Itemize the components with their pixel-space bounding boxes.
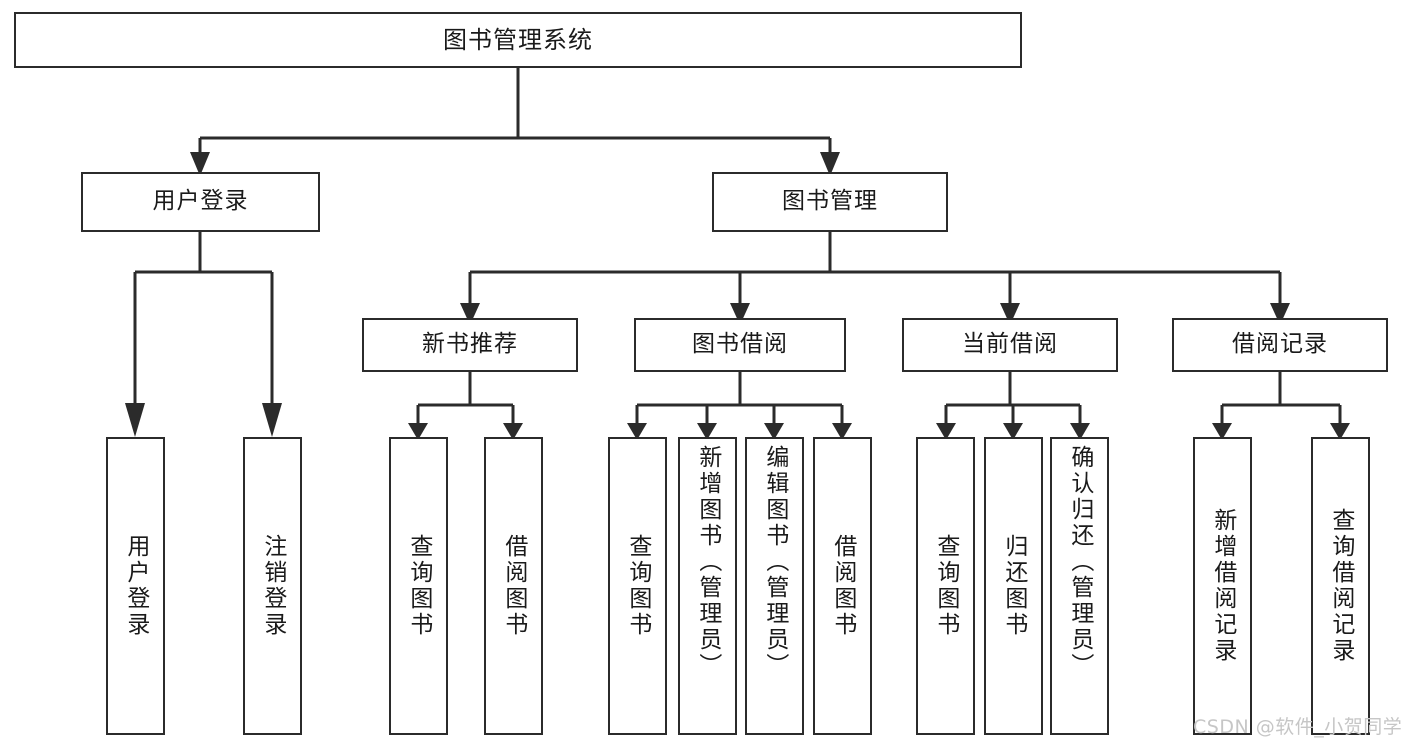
node-new-book-recommend[interactable]: 新书推荐 <box>362 318 578 372</box>
node-book-borrow[interactable]: 图书借阅 <box>634 318 846 372</box>
node-root-system-label: 图书管理系统 <box>443 25 593 54</box>
node-book-manage[interactable]: 图书管理 <box>712 172 948 232</box>
node-user-login-label: 用户登录 <box>152 188 249 215</box>
node-current-borrow-label: 当前借阅 <box>962 331 1058 358</box>
leaf-confirm-return[interactable]: 确认归还（管理员） <box>1050 437 1109 735</box>
leaf-user-login-label: 用户登录 <box>122 534 149 638</box>
node-root-system[interactable]: 图书管理系统 <box>14 12 1022 68</box>
leaf-logout-label: 注销登录 <box>259 534 286 638</box>
csdn-watermark: CSDN @软件_小贺同学 <box>1193 716 1403 738</box>
leaf-borrow-book-label: 借阅图书 <box>829 534 856 638</box>
leaf-edit-book-label: 编辑图书（管理员） <box>761 445 788 679</box>
leaf-borrow-book[interactable]: 借阅图书 <box>813 437 872 735</box>
node-user-login[interactable]: 用户登录 <box>81 172 320 232</box>
leaf-add-book[interactable]: 新增图书（管理员） <box>678 437 737 735</box>
leaf-query-borrow-record-label: 查询借阅记录 <box>1327 508 1354 664</box>
node-book-borrow-label: 图书借阅 <box>692 331 788 358</box>
node-current-borrow[interactable]: 当前借阅 <box>902 318 1118 372</box>
leaf-query-book-borrow-label: 查询图书 <box>624 534 651 638</box>
leaf-add-borrow-record-label: 新增借阅记录 <box>1209 508 1236 664</box>
leaf-query-book-current[interactable]: 查询图书 <box>916 437 975 735</box>
leaf-query-book-borrow[interactable]: 查询图书 <box>608 437 667 735</box>
leaf-edit-book[interactable]: 编辑图书（管理员） <box>745 437 804 735</box>
leaf-add-borrow-record[interactable]: 新增借阅记录 <box>1193 437 1252 735</box>
leaf-borrow-book-new-label: 借阅图书 <box>500 534 527 638</box>
leaf-add-book-label: 新增图书（管理员） <box>694 445 721 679</box>
leaf-logout[interactable]: 注销登录 <box>243 437 302 735</box>
leaf-user-login[interactable]: 用户登录 <box>106 437 165 735</box>
leaf-confirm-return-label: 确认归还（管理员） <box>1066 445 1093 679</box>
leaf-borrow-book-new[interactable]: 借阅图书 <box>484 437 543 735</box>
node-book-manage-label: 图书管理 <box>782 188 878 215</box>
leaf-query-book-new[interactable]: 查询图书 <box>389 437 448 735</box>
leaf-return-book[interactable]: 归还图书 <box>984 437 1043 735</box>
leaf-query-book-new-label: 查询图书 <box>405 534 432 638</box>
node-borrow-record[interactable]: 借阅记录 <box>1172 318 1388 372</box>
leaf-query-borrow-record[interactable]: 查询借阅记录 <box>1311 437 1370 735</box>
leaf-return-book-label: 归还图书 <box>1000 534 1027 638</box>
node-new-book-recommend-label: 新书推荐 <box>422 331 518 358</box>
node-borrow-record-label: 借阅记录 <box>1232 331 1328 358</box>
leaf-query-book-current-label: 查询图书 <box>932 534 959 638</box>
